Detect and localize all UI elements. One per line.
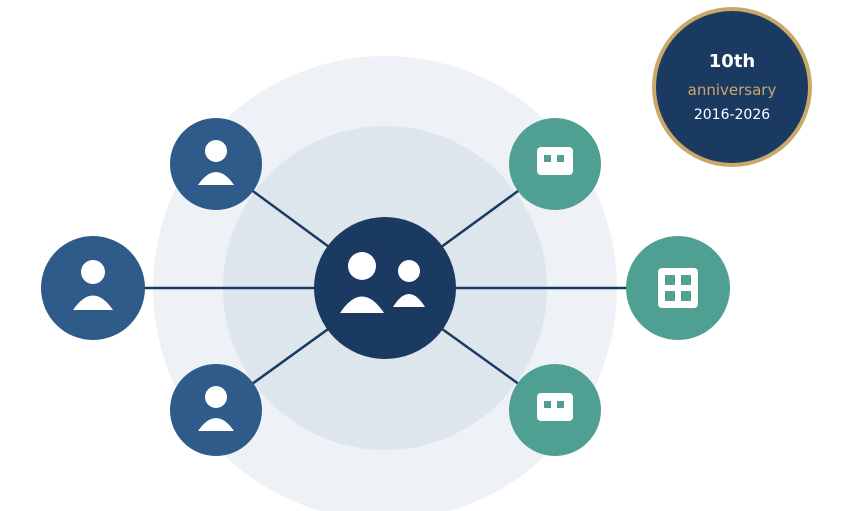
badge-title: 10th xyxy=(708,51,756,72)
person-icon xyxy=(73,260,113,310)
hub-node xyxy=(314,217,456,359)
person-icon xyxy=(198,140,234,185)
group-icon xyxy=(340,252,425,313)
app-node-bottom-right xyxy=(509,364,601,456)
person-node-top-left xyxy=(170,118,262,210)
person-node-left xyxy=(41,236,145,340)
anniversary-badge xyxy=(652,7,812,167)
window-icon xyxy=(537,147,573,175)
window-icon xyxy=(537,393,573,421)
badge-years: 2016-2026 xyxy=(693,107,771,123)
app-node-right xyxy=(626,236,730,340)
badge-subtitle: anniversary xyxy=(687,81,777,99)
person-node-bottom-left xyxy=(170,364,262,456)
person-icon xyxy=(198,386,234,431)
app-node-top-right xyxy=(509,118,601,210)
grid-icon xyxy=(658,268,698,308)
